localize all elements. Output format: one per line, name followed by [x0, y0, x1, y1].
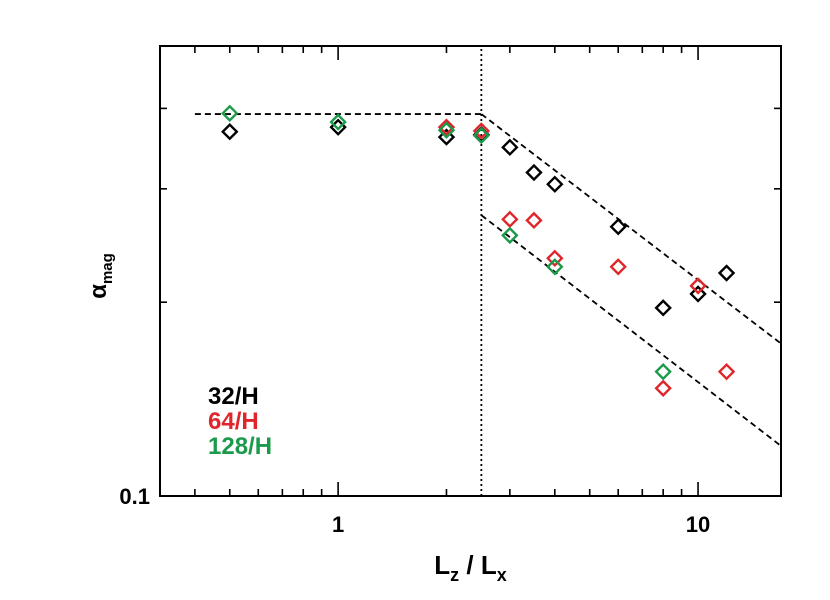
legend-entry: 32/H: [208, 383, 259, 410]
data-point-32-per-H-9: [689, 285, 707, 303]
data-point-64-per-H-2: [501, 210, 519, 229]
plot-frame: [159, 45, 782, 497]
data-point-128-per-H-3: [472, 126, 491, 145]
y-tick-label: 0.1: [119, 484, 150, 509]
x-tick-label: 10: [686, 512, 710, 537]
data-point-32-per-H-2: [437, 128, 456, 146]
data-point-64-per-H-1: [472, 122, 491, 140]
data-point-32-per-H-0: [221, 123, 239, 141]
reference-lines: [194, 46, 782, 496]
data-point-32-per-H-8: [654, 299, 672, 317]
legend-entry: 64/H: [208, 408, 259, 435]
data-point-64-per-H-5: [609, 258, 627, 276]
data-point-64-per-H-8: [717, 362, 736, 381]
x-tick-label: 1: [332, 512, 344, 537]
data-point-32-per-H-10: [717, 264, 736, 282]
data-point-64-per-H-7: [689, 277, 707, 295]
x-label-sep: / L: [459, 550, 497, 580]
y-axis-label: αmag: [85, 253, 116, 299]
data-point-64-per-H-3: [525, 211, 543, 230]
data-points: [221, 104, 736, 397]
x-label-main: L: [434, 550, 450, 580]
data-point-128-per-H-2: [437, 121, 456, 139]
y-label-sub: mag: [99, 253, 116, 284]
data-point-32-per-H-4: [501, 138, 519, 157]
x-label-sub1: z: [450, 565, 459, 585]
y-label-main: α: [85, 284, 112, 299]
data-point-32-per-H-6: [546, 175, 564, 193]
axis-ticks: [160, 46, 781, 496]
dashed-line-2: [480, 214, 782, 447]
data-point-128-per-H-4: [501, 226, 519, 245]
data-point-64-per-H-6: [654, 379, 672, 397]
data-point-128-per-H-0: [221, 104, 239, 123]
x-axis-label: Lz / Lx: [434, 550, 506, 585]
legend-entry: 128/H: [208, 433, 272, 460]
data-point-64-per-H-4: [546, 249, 564, 267]
data-point-32-per-H-7: [609, 217, 627, 236]
data-point-32-per-H-1: [329, 118, 347, 136]
data-point-32-per-H-5: [525, 163, 543, 182]
dashed-line-1: [480, 113, 782, 345]
data-point-128-per-H-6: [654, 362, 672, 381]
x-label-sub2: x: [497, 565, 507, 585]
data-point-64-per-H-0: [437, 118, 456, 136]
data-point-128-per-H-5: [546, 258, 564, 276]
tick-labels: 1 10 0.1: [119, 484, 710, 537]
data-point-128-per-H-1: [329, 113, 347, 131]
